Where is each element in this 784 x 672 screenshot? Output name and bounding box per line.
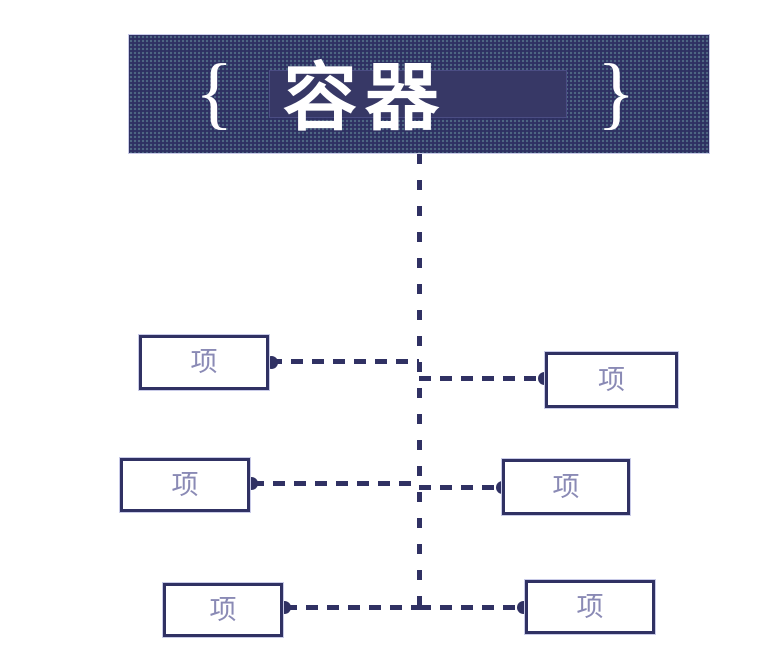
item-node-4[interactable]: 项 (502, 459, 630, 515)
connector-item-5 (285, 605, 419, 610)
brace-left: { (195, 49, 234, 137)
connector-item-6 (419, 605, 523, 610)
item-label: 项 (576, 591, 604, 623)
item-label: 项 (171, 469, 199, 501)
item-label: 项 (552, 471, 580, 503)
item-label: 项 (598, 364, 625, 396)
container-title: 容器 (283, 56, 447, 139)
spine-connector (417, 154, 422, 610)
connector-item-4 (419, 485, 502, 490)
container-node[interactable]: { 容器 } (129, 35, 709, 153)
item-node-5[interactable]: 项 (163, 583, 283, 637)
item-node-1[interactable]: 项 (139, 335, 269, 390)
connector-item-2 (419, 376, 546, 381)
brace-right: } (597, 49, 636, 137)
connector-item-1 (270, 359, 419, 364)
item-label: 项 (209, 594, 237, 626)
connector-item-3 (252, 481, 419, 486)
item-node-2[interactable]: 项 (545, 352, 678, 408)
item-label: 项 (190, 347, 218, 378)
item-node-6[interactable]: 项 (525, 580, 655, 634)
item-node-3[interactable]: 项 (120, 458, 250, 512)
container-title-plate (269, 70, 567, 118)
